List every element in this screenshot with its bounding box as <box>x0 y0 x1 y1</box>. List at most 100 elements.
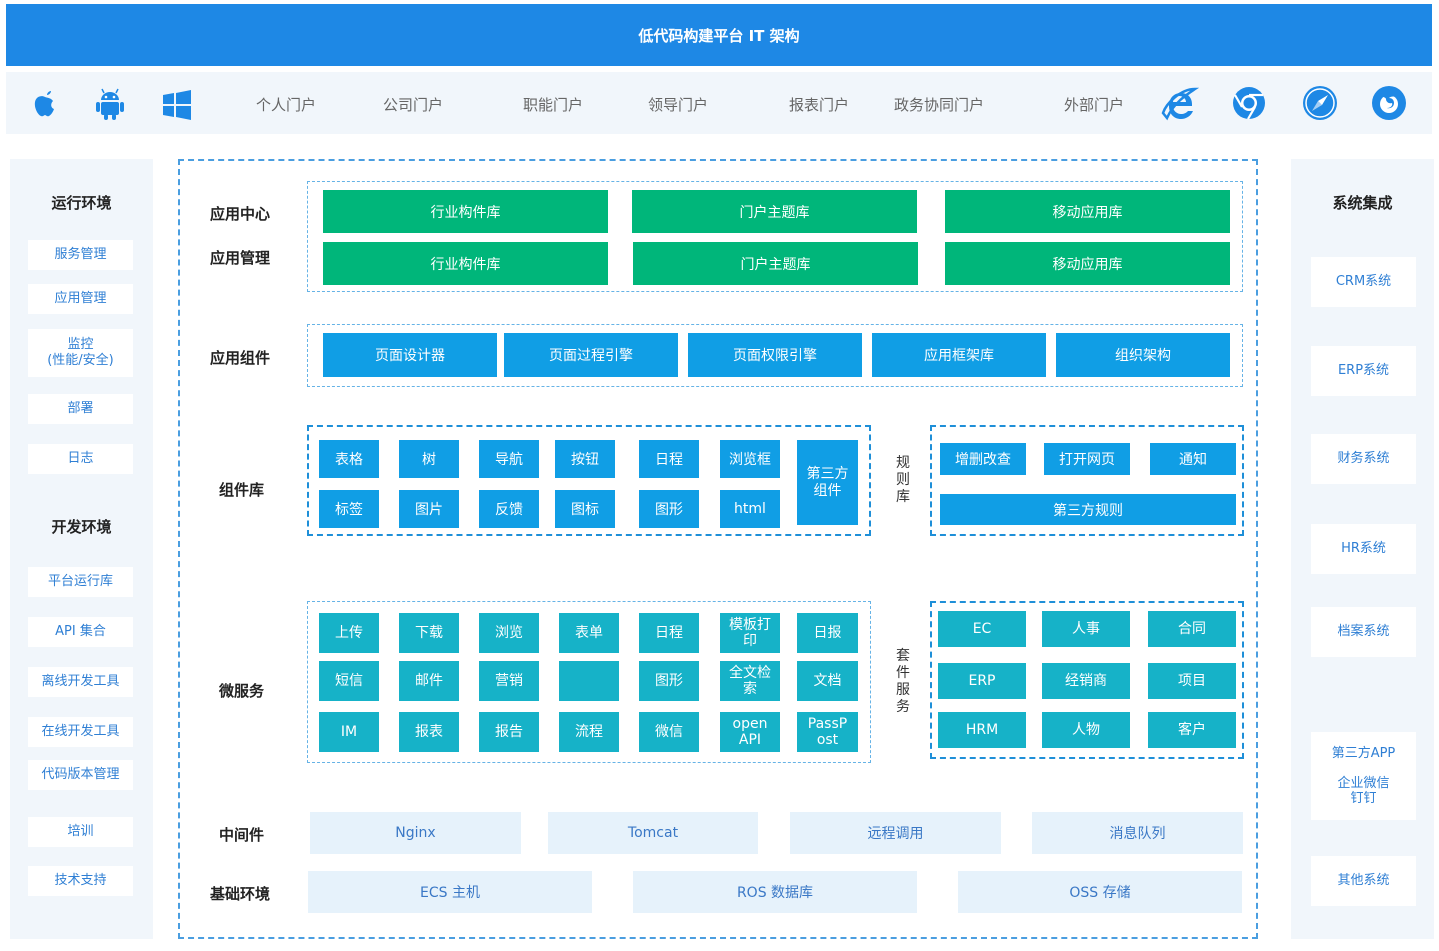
lib-item[interactable]: 图标 <box>555 490 615 528</box>
middleware-item[interactable]: Nginx <box>310 812 521 854</box>
lib-item[interactable]: html <box>720 490 780 528</box>
runtime-item[interactable]: 日志 <box>28 444 133 474</box>
runtime-item[interactable]: 部署 <box>28 394 133 424</box>
industry-component-lib[interactable]: 行业构件库 <box>323 242 608 285</box>
lib-item[interactable]: 浏览框 <box>720 440 780 478</box>
integration-item[interactable]: 财务系统 <box>1311 434 1416 484</box>
infra-item[interactable]: ROS 数据库 <box>633 871 917 913</box>
suite-item[interactable]: 项目 <box>1148 663 1236 699</box>
micro-item-empty[interactable] <box>559 661 619 701</box>
dev-item[interactable]: API 集合 <box>28 617 133 647</box>
portal-external[interactable]: 外部门户 <box>1064 96 1125 114</box>
micro-item[interactable]: 上传 <box>319 613 379 653</box>
suite-item[interactable]: EC <box>938 611 1026 647</box>
dev-item[interactable]: 代码版本管理 <box>28 760 133 790</box>
suite-item[interactable]: 合同 <box>1148 611 1236 647</box>
integration-item[interactable]: 其他系统 <box>1311 856 1416 906</box>
micro-item[interactable]: IM <box>319 712 379 752</box>
ie-icon[interactable] <box>1159 83 1199 123</box>
rule-third-party[interactable]: 第三方规则 <box>940 494 1236 525</box>
micro-item[interactable]: 下载 <box>399 613 459 653</box>
suite-item[interactable]: 经销商 <box>1042 663 1130 699</box>
micro-item[interactable]: PassP ost <box>797 712 858 752</box>
micro-item[interactable]: 全文检 索 <box>720 661 780 701</box>
integration-item[interactable]: CRM系统 <box>1311 257 1416 307</box>
micro-item[interactable]: 图形 <box>639 661 699 701</box>
micro-item[interactable]: 日报 <box>797 613 858 653</box>
dev-item[interactable]: 平台运行库 <box>28 567 133 597</box>
suite-item[interactable]: 人物 <box>1042 712 1130 748</box>
micro-item[interactable]: 短信 <box>319 661 379 701</box>
portal-gov-collab[interactable]: 政务协同门户 <box>894 96 985 114</box>
portal-company[interactable]: 公司门户 <box>383 96 444 114</box>
portal-leader[interactable]: 领导门户 <box>648 96 709 114</box>
windows-icon[interactable] <box>157 85 197 125</box>
app-framework-lib[interactable]: 应用框架库 <box>872 333 1046 377</box>
dev-item[interactable]: 培训 <box>28 817 133 847</box>
portal-theme-lib[interactable]: 门户主题库 <box>633 242 918 285</box>
mobile-app-lib[interactable]: 移动应用库 <box>945 242 1230 285</box>
lib-item[interactable]: 树 <box>399 440 459 478</box>
apple-icon[interactable] <box>25 83 65 123</box>
runtime-item[interactable]: 应用管理 <box>28 284 133 314</box>
integration-item[interactable]: 第三方APP 企业微信 钉钉 <box>1311 732 1416 820</box>
micro-item[interactable]: 表单 <box>559 613 619 653</box>
lib-item[interactable]: 日程 <box>639 440 699 478</box>
lib-item[interactable]: 按钮 <box>555 440 615 478</box>
micro-item[interactable]: 营销 <box>479 661 539 701</box>
page-designer[interactable]: 页面设计器 <box>323 333 497 377</box>
portal-personal[interactable]: 个人门户 <box>256 96 317 114</box>
micro-item[interactable]: 模板打 印 <box>720 613 780 653</box>
page-process-engine[interactable]: 页面过程引擎 <box>504 333 678 377</box>
lib-item[interactable]: 导航 <box>479 440 539 478</box>
middleware-item[interactable]: 消息队列 <box>1032 812 1243 854</box>
lib-item[interactable]: 图形 <box>639 490 699 528</box>
suite-item[interactable]: 客户 <box>1148 712 1236 748</box>
integration-item[interactable]: ERP系统 <box>1311 346 1416 396</box>
mobile-app-lib[interactable]: 移动应用库 <box>945 190 1230 233</box>
rule-crud[interactable]: 增删改查 <box>940 443 1026 475</box>
micro-item[interactable]: 文档 <box>797 661 858 701</box>
micro-item[interactable]: 报告 <box>479 712 539 752</box>
portal-function[interactable]: 职能门户 <box>523 96 584 114</box>
middleware-item[interactable]: Tomcat <box>548 812 758 854</box>
android-icon[interactable] <box>90 83 130 123</box>
portal-theme-lib[interactable]: 门户主题库 <box>632 190 917 233</box>
micro-item[interactable]: 日程 <box>639 613 699 653</box>
page-permission-engine[interactable]: 页面权限引擎 <box>688 333 862 377</box>
rule-notify[interactable]: 通知 <box>1150 443 1236 475</box>
safari-icon[interactable] <box>1300 83 1340 123</box>
micro-item[interactable]: 邮件 <box>399 661 459 701</box>
rules-library-group <box>930 425 1244 536</box>
dev-item[interactable]: 在线开发工具 <box>28 717 133 747</box>
org-structure[interactable]: 组织架构 <box>1056 333 1230 377</box>
suite-item[interactable]: 人事 <box>1042 611 1130 647</box>
middleware-item[interactable]: 远程调用 <box>790 812 1001 854</box>
lib-item[interactable]: 表格 <box>319 440 379 478</box>
component-library-label: 组件库 <box>219 481 265 499</box>
micro-item[interactable]: 流程 <box>559 712 619 752</box>
integration-item[interactable]: HR系统 <box>1311 524 1416 574</box>
dev-item[interactable]: 技术支持 <box>28 866 133 896</box>
runtime-item[interactable]: 监控 (性能/安全) <box>28 329 133 377</box>
runtime-item[interactable]: 服务管理 <box>28 240 133 270</box>
suite-item[interactable]: HRM <box>938 712 1026 748</box>
chrome-icon[interactable] <box>1229 83 1269 123</box>
micro-item[interactable]: 报表 <box>399 712 459 752</box>
lib-item[interactable]: 标签 <box>319 490 379 528</box>
infra-item[interactable]: OSS 存储 <box>958 871 1242 913</box>
infra-item[interactable]: ECS 主机 <box>308 871 592 913</box>
third-party-component[interactable]: 第三方 组件 <box>797 440 858 525</box>
micro-item[interactable]: 微信 <box>639 712 699 752</box>
rule-open-page[interactable]: 打开网页 <box>1044 443 1130 475</box>
lib-item[interactable]: 反馈 <box>479 490 539 528</box>
suite-item[interactable]: ERP <box>938 663 1026 699</box>
portal-report[interactable]: 报表门户 <box>789 96 850 114</box>
industry-component-lib[interactable]: 行业构件库 <box>323 190 608 233</box>
micro-item[interactable]: 浏览 <box>479 613 539 653</box>
dev-item[interactable]: 离线开发工具 <box>28 667 133 697</box>
lib-item[interactable]: 图片 <box>399 490 459 528</box>
integration-item[interactable]: 档案系统 <box>1311 607 1416 657</box>
micro-item[interactable]: open API <box>720 712 780 752</box>
firefox-icon[interactable] <box>1369 83 1409 123</box>
